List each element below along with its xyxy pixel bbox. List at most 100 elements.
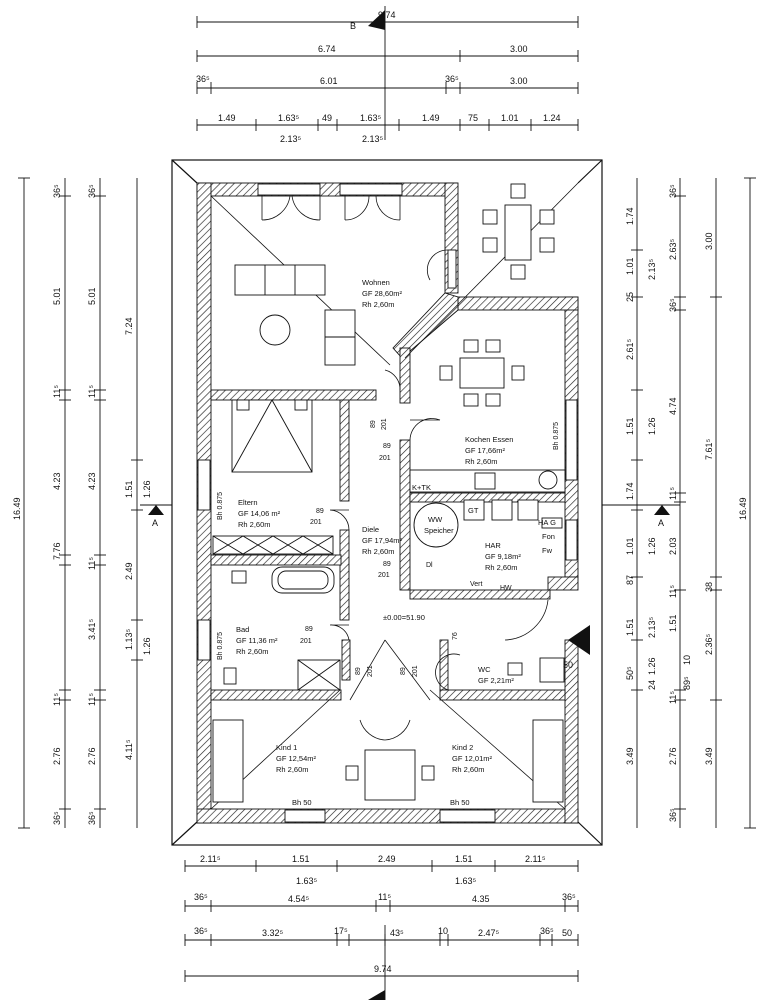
top-overall: 9.74 (378, 10, 396, 20)
door-swings (261, 195, 549, 741)
top-row3-c: 36⁵ (445, 74, 459, 84)
right-col2-8: 10 (682, 655, 692, 665)
bottom-row3-5: 2.47⁵ (478, 928, 500, 938)
right-col2-4: 11⁵ (668, 487, 678, 500)
label-dl: Dl (426, 562, 433, 569)
roof-outline (171, 159, 603, 846)
right-col1-7: 87 (625, 575, 635, 585)
right-col1-sub2: 1.26 (647, 537, 657, 555)
bottom-row2-1: 4.54⁵ (288, 894, 310, 904)
room-name: Kochen Essen (465, 435, 513, 444)
door-89-c: 89 (316, 508, 324, 515)
right-col2-0: 36⁵ (668, 184, 678, 198)
right-col1-2: 25 (625, 292, 635, 302)
left-overall: 16.49 (12, 497, 22, 520)
bottom-row1-0: 2.11⁵ (200, 854, 221, 864)
bottom-overall: 9.74 (374, 964, 392, 974)
left-col1-8: 36⁵ (52, 811, 62, 825)
room-area: GF 12,01m² (452, 754, 493, 763)
label-speicher: Speicher (424, 526, 454, 535)
left-col3-0: 7.24 (124, 317, 134, 335)
bottom-row2-0: 36⁵ (194, 892, 208, 902)
bottom-row1-sub1: 1.63⁵ (455, 876, 477, 886)
top-row4-4: 1.49 (422, 113, 440, 123)
label-level: ±0.00=51.90 (383, 613, 425, 622)
room-area: GF 11,36 m² (236, 636, 278, 645)
door-89-g: 89 (400, 667, 407, 675)
bottom-row1-1: 1.51 (292, 854, 310, 864)
top-row2-a: 6.74 (318, 44, 336, 54)
room-area: GF 17,66m² (465, 446, 506, 455)
label-fw: Fw (542, 546, 553, 555)
left-col2-5: 3.41⁵ (87, 618, 97, 640)
right-col1-sub0: 2.13⁵ (647, 258, 657, 280)
left-col3-3: 1.13⁵ (124, 628, 134, 650)
bottom-row3-7: 50 (562, 928, 572, 938)
door-201-b: 201 (379, 455, 391, 462)
room-kind2: Kind 2 GF 12,01m² Rh 2,60m (452, 743, 493, 774)
room-bad: Bad GF 11,36 m² Rh 2,60m (236, 625, 278, 656)
room-kochen-essen: Kochen Essen GF 17,66m² Rh 2,60m (465, 435, 513, 466)
right-col1-6: 1.01 (625, 537, 635, 555)
right-col1-5: 1.74 (625, 482, 635, 500)
left-col2-2: 11⁵ (87, 385, 97, 398)
top-row3-d: 3.00 (510, 76, 528, 86)
right-col2-3: 4.74 (668, 397, 678, 415)
right-dimensions (631, 177, 756, 829)
top-dimensions (196, 6, 579, 140)
section-a-label: A (152, 518, 158, 528)
right-overall: 16.49 (738, 497, 748, 520)
room-name: Kind 1 (276, 743, 297, 752)
bottom-row1-4: 2.11⁵ (525, 854, 546, 864)
left-col1-3: 4.23 (52, 472, 62, 490)
section-a-right: A (602, 504, 680, 528)
label-bh-eltern: Bh 0.875 (217, 492, 224, 520)
right-col1-12: 3.49 (625, 747, 635, 765)
right-col1-sub1: 1.26 (647, 417, 657, 435)
door-89-e: 89 (305, 626, 313, 633)
room-har: HAR GF 9,18m² Rh 2,60m (485, 541, 521, 572)
bottom-row3-3: 43⁵ (390, 928, 404, 938)
top-row4-2: 49 (322, 113, 332, 123)
room-height: Rh 2,60m (236, 647, 269, 656)
bottom-row2-3: 4.35 (472, 894, 490, 904)
room-name: WC (478, 665, 491, 674)
bottom-row2-2: 11⁵ (378, 892, 391, 902)
door-201-e: 201 (300, 638, 312, 645)
left-col1-7: 2.76 (52, 747, 62, 765)
left-col2-3: 4.23 (87, 472, 97, 490)
room-height: Rh 2,60m (362, 300, 395, 309)
left-col1-6: 11⁵ (52, 693, 62, 706)
right-col1-10: 24 (647, 680, 657, 690)
bottom-row2-4: 36⁵ (562, 892, 576, 902)
right-col1-11: 50⁵ (625, 666, 635, 680)
room-name: Bad (236, 625, 249, 634)
top-row3-a: 36⁵ (196, 74, 210, 84)
bottom-row3-0: 36⁵ (194, 926, 208, 936)
left-col3-4: 4.11⁵ (124, 739, 134, 760)
left-col2-1: 5.01 (87, 287, 97, 305)
room-name: Diele (362, 525, 379, 534)
left-col1-2: 11⁵ (52, 385, 62, 398)
right-col3-2: 38 (704, 582, 714, 592)
label-bh-kochen: Bh 0.875 (553, 422, 560, 450)
bottom-row3-6: 36⁵ (540, 926, 554, 936)
label-bh50-right: Bh 50 (450, 798, 470, 807)
right-col1-sub3: 2.13⁵ (647, 616, 657, 638)
label-ww: WW (428, 515, 443, 524)
right-col3-1: 7.61⁵ (704, 438, 714, 460)
room-name: Eltern (238, 498, 258, 507)
label-gt: GT (468, 506, 479, 515)
room-height: Rh 2,60m (452, 765, 485, 774)
left-col2-4: 11⁵ (87, 557, 97, 570)
bottom-row1-2: 2.49 (378, 854, 396, 864)
door-201-c: 201 (310, 519, 322, 526)
right-col2-7: 1.51 (668, 614, 678, 632)
label-ha-g: HA G (538, 518, 556, 527)
room-area: GF 2,21m² (478, 676, 514, 685)
room-eltern: Eltern GF 14,06 m² Rh 2,60m (238, 498, 281, 529)
right-col2-1: 2.63⁵ (668, 238, 678, 260)
right-col2-5: 2.03 (668, 537, 678, 555)
label-bh50-left: Bh 50 (292, 798, 312, 807)
